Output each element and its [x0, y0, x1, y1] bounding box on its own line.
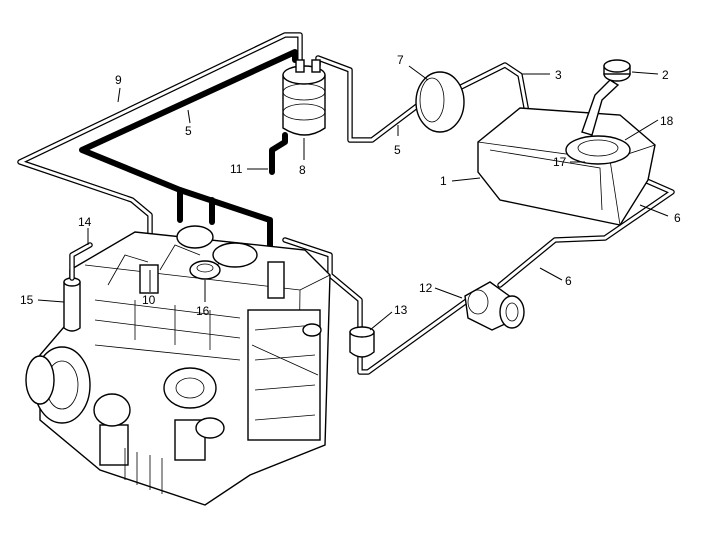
pipe-3 — [452, 62, 531, 121]
inline-filter — [349, 326, 375, 358]
callout-5a: 5 — [185, 124, 192, 138]
callout-5b: 5 — [394, 143, 401, 157]
callout-15: 15 — [20, 293, 34, 307]
callout-3: 3 — [555, 68, 562, 82]
charcoal-canister — [282, 59, 326, 136]
separator — [415, 71, 465, 133]
callout-16: 16 — [196, 304, 210, 318]
fuel-tank — [477, 59, 656, 226]
callout-7: 7 — [397, 53, 404, 67]
callout-8: 8 — [299, 163, 306, 177]
fuel-pump — [464, 281, 525, 331]
callout-1: 1 — [440, 174, 447, 188]
callout-13: 13 — [394, 303, 408, 317]
callout-18: 18 — [660, 114, 674, 128]
engine — [25, 225, 331, 506]
leader-lines — [37, 65, 669, 331]
callout-14: 14 — [78, 215, 92, 229]
pipe-11 — [269, 132, 288, 175]
callout-6a: 6 — [674, 211, 681, 225]
callout-17: 17 — [553, 155, 567, 169]
callout-2: 2 — [662, 68, 669, 82]
callout-9: 9 — [115, 73, 122, 87]
callout-12: 12 — [419, 281, 433, 295]
pipe-5-right — [315, 55, 428, 143]
callout-11: 11 — [230, 162, 243, 176]
engine-filter-15 — [63, 242, 93, 332]
callout-10: 10 — [142, 293, 156, 307]
pipe-9 — [17, 32, 303, 261]
valve-16 — [189, 260, 221, 280]
callout-labels: 1 2 3 5 5 6 6 7 8 9 10 11 12 13 14 15 16… — [20, 53, 681, 318]
callout-6b: 6 — [565, 274, 572, 288]
